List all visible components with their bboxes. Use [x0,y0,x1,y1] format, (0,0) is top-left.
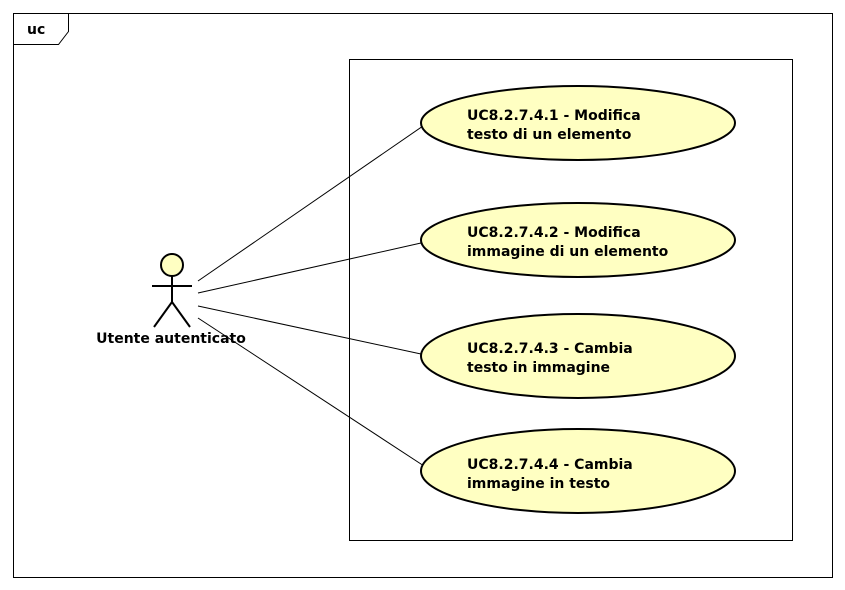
use-case-4: UC8.2.7.4.4 - Cambia immagine in testo [420,428,736,514]
use-case-4-line2: immagine in testo [467,476,610,492]
use-case-2-ellipse [420,202,736,278]
use-case-4-ellipse [420,428,736,514]
association-line-1 [197,125,424,282]
use-case-3-line1: UC8.2.7.4.3 - Cambia [467,341,633,357]
frame-tag-label: uc [27,22,45,38]
actor-left-leg [153,301,173,328]
association-line-4 [197,317,425,467]
use-case-2: UC8.2.7.4.2 - Modifica immagine di un el… [420,202,736,278]
diagram-frame [13,13,833,578]
actor-head [160,253,184,277]
use-case-4-line1: UC8.2.7.4.4 - Cambia [467,457,633,473]
actor-label: Utente autenticato [96,331,246,347]
association-line-3 [197,305,422,355]
use-case-1-line1: UC8.2.7.4.1 - Modifica [467,108,641,124]
use-case-2-line1: UC8.2.7.4.2 - Modifica [467,225,641,241]
system-boundary [349,59,793,541]
actor-stick-figure [152,253,192,328]
use-case-3: UC8.2.7.4.3 - Cambia testo in immagine [420,313,736,399]
use-case-1-ellipse [420,85,736,161]
association-line-2 [197,242,422,294]
actor-right-leg [171,301,191,328]
use-case-2-line2: immagine di un elemento [467,244,669,260]
use-case-3-ellipse [420,313,736,399]
frame-tag-box [13,13,69,45]
use-case-1-line2: testo di un elemento [467,127,632,143]
use-case-3-line2: testo in immagine [467,360,610,376]
use-case-1: UC8.2.7.4.1 - Modifica testo di un eleme… [420,85,736,161]
